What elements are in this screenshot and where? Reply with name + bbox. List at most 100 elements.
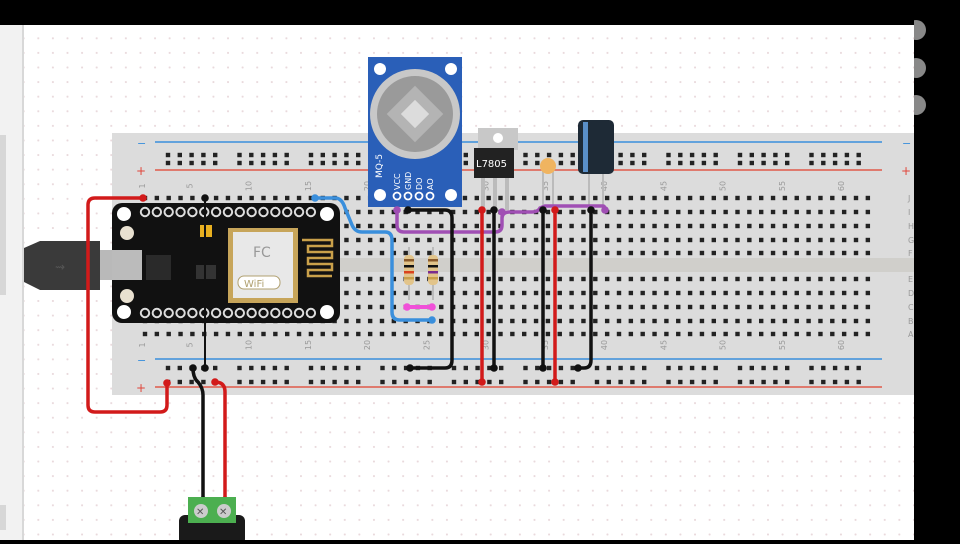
- hole: [581, 318, 586, 324]
- hole: [474, 290, 479, 296]
- hole: [569, 237, 574, 243]
- flash-button[interactable]: [120, 289, 134, 303]
- hole: [379, 290, 385, 296]
- resistor-band: [428, 259, 438, 262]
- wire-end-black[interactable]: [587, 206, 595, 214]
- hole: [533, 276, 539, 282]
- l7805-regulator[interactable]: L7805: [474, 128, 518, 210]
- hole: [841, 209, 847, 215]
- wire-end-pink[interactable]: [428, 303, 436, 311]
- rail-hole: [499, 365, 504, 371]
- wire-end-red[interactable]: [551, 378, 559, 386]
- wire-black-sensor-gnd[interactable]: [408, 208, 454, 370]
- wire-end-black[interactable]: [404, 206, 412, 214]
- rail-hole: [713, 379, 718, 385]
- left-panel-tab-bottom[interactable]: [0, 505, 6, 530]
- wire-end-black[interactable]: [490, 364, 498, 372]
- hole: [664, 304, 669, 310]
- rail-hole: [320, 365, 325, 371]
- circuit-svg[interactable]: − + − + − + 1155101015152020252530303535…: [24, 25, 914, 544]
- reset-button[interactable]: [120, 226, 134, 240]
- wire-end-black[interactable]: [539, 206, 547, 214]
- rail-hole: [678, 379, 683, 385]
- wire-red-terminal[interactable]: [214, 380, 227, 500]
- hole: [462, 237, 468, 243]
- column-label: 60: [837, 340, 846, 350]
- mq5-pin-label: AO: [426, 178, 435, 190]
- wire-end-black[interactable]: [490, 206, 498, 214]
- column-label: 10: [245, 181, 254, 191]
- hole: [723, 290, 728, 296]
- hole: [486, 223, 491, 229]
- electrolytic-capacitor[interactable]: [578, 120, 614, 210]
- hole: [522, 223, 527, 229]
- nodemcu-pin: [246, 307, 257, 319]
- hole: [344, 276, 349, 282]
- wire-black-terminal[interactable]: [191, 367, 205, 500]
- wire-end-purple[interactable]: [393, 206, 401, 214]
- scroll-knob-icon[interactable]: [906, 95, 926, 115]
- rail-hole: [689, 365, 695, 371]
- scroll-knob-icon[interactable]: [906, 58, 926, 78]
- wire-end-red[interactable]: [478, 206, 486, 214]
- hole: [759, 276, 764, 282]
- hole: [806, 195, 811, 201]
- rail-hole: [463, 365, 468, 371]
- wire-end-red[interactable]: [139, 194, 147, 202]
- hole: [190, 195, 195, 201]
- left-panel-tab[interactable]: [0, 135, 6, 295]
- wire-black-elec-gnd[interactable]: [578, 210, 593, 370]
- wire-end-red[interactable]: [478, 378, 486, 386]
- hole: [711, 195, 716, 201]
- ceramic-capacitor[interactable]: [540, 158, 556, 210]
- hole: [806, 223, 811, 229]
- rail-hole: [249, 379, 254, 385]
- wire-end-black[interactable]: [201, 194, 209, 202]
- hole: [545, 195, 551, 201]
- wire-end-black[interactable]: [539, 364, 547, 372]
- rail-hole: [630, 365, 635, 371]
- wire-blue-signal[interactable]: [315, 196, 432, 322]
- hole: [474, 304, 479, 310]
- scroll-knob-icon[interactable]: [906, 20, 926, 40]
- rail-hole: [606, 379, 611, 385]
- wire-red-vin[interactable]: [86, 196, 169, 414]
- dc-terminal-block[interactable]: ✕ ✕: [179, 497, 245, 544]
- breadboard-canvas[interactable]: − + − + − + 1155101015152020252530303535…: [24, 25, 914, 544]
- wire-end-red[interactable]: [551, 206, 559, 214]
- hole: [640, 209, 645, 215]
- wire-end-blue[interactable]: [428, 316, 436, 324]
- wire-end-black[interactable]: [189, 364, 197, 372]
- hole: [545, 250, 551, 256]
- column-label: 15: [304, 181, 313, 191]
- wire-end-blue[interactable]: [311, 194, 319, 202]
- hole: [806, 237, 811, 243]
- hole: [676, 276, 681, 282]
- rail-hole: [666, 160, 671, 166]
- rail-hole: [523, 160, 528, 166]
- wire-end-black[interactable]: [574, 364, 582, 372]
- wire-end-red[interactable]: [163, 379, 171, 387]
- hole: [557, 237, 562, 243]
- hole: [818, 250, 823, 256]
- hole: [628, 318, 634, 324]
- hole: [569, 195, 574, 201]
- wire-end-red[interactable]: [211, 378, 219, 386]
- hole: [652, 223, 657, 229]
- wire-end-purple[interactable]: [498, 208, 506, 216]
- rail-hole: [809, 152, 814, 158]
- wire-end-pink[interactable]: [403, 303, 411, 311]
- row-label: B: [908, 317, 914, 326]
- rail-hole: [570, 365, 575, 371]
- rail-hole: [856, 379, 861, 385]
- nodemcu-board[interactable]: FC WiFi: [112, 203, 340, 323]
- hole: [356, 276, 361, 282]
- rail-hole: [570, 160, 575, 166]
- mq5-pin-label: DO: [415, 178, 424, 190]
- wire-end-purple[interactable]: [601, 206, 609, 214]
- wire-end-black[interactable]: [406, 364, 414, 372]
- regulator-body: [474, 148, 514, 178]
- wire-end-black[interactable]: [201, 364, 209, 372]
- hole: [723, 276, 728, 282]
